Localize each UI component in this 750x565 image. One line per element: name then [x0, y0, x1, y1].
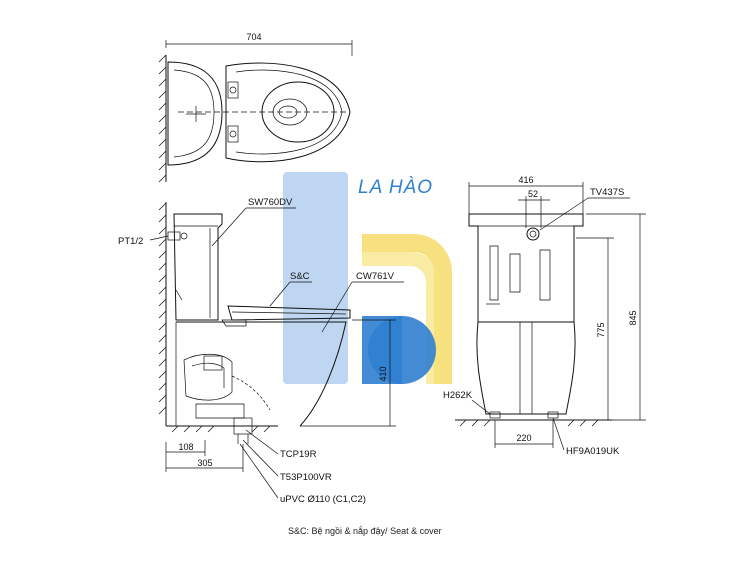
top-view: 704 [158, 32, 353, 183]
watermark-logo: LA HÀO [283, 172, 452, 384]
dim-704: 704 [246, 32, 261, 42]
dim-845: 845 [628, 310, 638, 325]
front-view: 416 52 220 [443, 175, 646, 457]
label-pt12: PT1/2 [118, 236, 143, 247]
label-h262k: H262K [443, 390, 473, 401]
dim-775: 775 [596, 322, 606, 337]
label-tv437s: TV437S [590, 187, 624, 198]
dim-416: 416 [518, 175, 533, 185]
dim-220: 220 [516, 433, 531, 443]
label-cw761v: CW761V [356, 271, 395, 282]
caption: S&C: Bệ ngồi & nắp đậy/ Seat & cover [288, 526, 442, 536]
logo-text: LA HÀO [358, 177, 433, 198]
dim-108: 108 [178, 442, 193, 452]
label-tcp19r: TCP19R [280, 449, 317, 460]
label-upvc: uPVC Ø110 (C1,C2) [280, 494, 366, 505]
side-view: 410 108 305 SW760DV PT1/2 S&C CW761V TCP… [118, 197, 404, 505]
dim-305: 305 [197, 458, 212, 468]
label-sc: S&C [290, 271, 310, 282]
dim-52: 52 [528, 189, 538, 199]
label-hf9a019uk: HF9A019UK [566, 446, 620, 457]
label-sw760dv: SW760DV [248, 197, 293, 208]
label-t53p100vr: T53P100VR [280, 472, 332, 483]
dim-410: 410 [378, 366, 388, 381]
